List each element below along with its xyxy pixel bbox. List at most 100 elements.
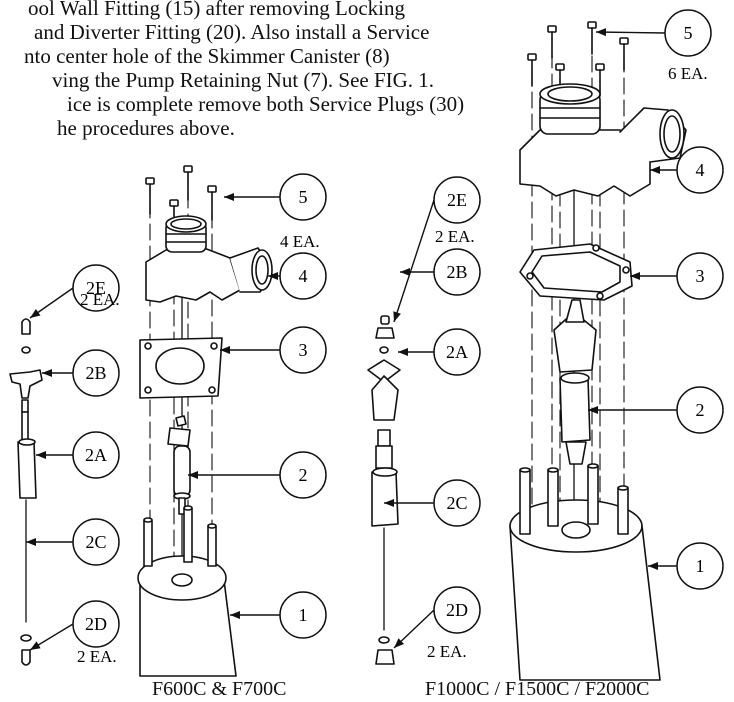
callout-number: 2C [85,532,106,552]
callout-number: 3 [299,340,308,360]
callout-4: 4 [268,252,327,300]
callout-2d: 2D 2 EA. [29,600,120,666]
callout-circle [72,518,120,566]
instruction-line: ving the Pump Retaining Nut (7). See FIG… [52,68,435,92]
callout-2d: 2D 2 EA. [393,586,481,661]
callout-2: 2 [588,386,724,434]
arrowhead [230,611,240,619]
callout-circle [72,264,120,312]
callout-circle [664,9,712,57]
callout-number: 2 [299,465,308,485]
arrowhead [220,346,230,354]
callout-number: 2E [86,278,106,298]
callout-2c: 2C [26,518,120,566]
callout-number: 2D [446,600,468,620]
quantity-label: 2 EA. [77,647,117,666]
callout-number: 5 [299,187,308,207]
callout-2b: 2B [400,248,481,296]
callout-circle [676,542,724,590]
callout-2: 2 [188,451,327,499]
instruction-line: nto center hole of the Skimmer Canister … [24,44,390,68]
instruction-line: he procedures above. [57,116,235,140]
callout-circle [433,328,481,376]
quantity-label: 2 EA. [435,227,475,246]
caption-small-assembly: F600C & F700C [152,678,287,700]
callout-circle [433,479,481,527]
callout-4: 4 [650,146,724,194]
arrowhead [398,348,408,356]
arrowhead [393,311,401,322]
assembly-mid-parts-drawing [367,315,401,665]
arrowhead [650,166,660,174]
callout-circle [279,451,327,499]
arrowhead [384,499,394,507]
callout-3: 3 [630,252,724,300]
quantity-label: 2 EA. [427,642,467,661]
callout-number: 2C [446,493,467,513]
callout-number: 1 [696,556,705,576]
callout-circle [433,248,481,296]
caption-large-assembly: F1000C / F1500C / F2000C [425,678,650,700]
callout-3: 3 [220,326,327,374]
callout-circle [279,173,327,221]
callout-number: 2A [85,445,107,465]
callout-number: 5 [684,23,693,43]
callout-circle [676,386,724,434]
arrowhead [26,538,36,546]
callout-1: 1 [230,591,327,639]
arrowhead [596,28,607,37]
callout-2a: 2A [398,328,481,376]
callout-1: 1 [648,542,724,590]
callout-number: 3 [696,266,705,286]
callout-2c: 2C [384,479,481,527]
callout-number: 2A [446,342,468,362]
callout-number: 4 [299,266,308,286]
instruction-line: and Diverter Fitting (20). Also install … [34,20,430,44]
callout-number: 2B [85,363,106,383]
callout-circle [72,431,120,479]
callout-circle [433,586,481,634]
callout-number: 2B [446,262,467,282]
arrowhead [648,562,658,570]
leader-line [595,31,666,34]
callout-circle [279,591,327,639]
arrowhead [268,272,278,280]
callout-2e: 2E2 EA. [29,264,120,319]
quantity-label: 2 EA. [80,290,120,309]
arrowhead [224,193,234,201]
callout-number: 1 [299,605,308,625]
arrowhead [400,268,410,276]
callout-circle [433,176,481,224]
quantity-label: 4 EA. [280,232,320,251]
arrowhead [30,641,41,650]
arrowhead [42,369,52,377]
callout-2e: 2E 2 EA. [393,176,481,323]
callout-5: 5 4 EA. [224,173,327,251]
callout-circle [676,252,724,300]
arrowhead [588,406,598,414]
callout-2b: 2B [42,349,120,397]
callout-circle [72,600,120,648]
callout-5: 5 6 EA. [595,9,712,83]
arrowhead [630,272,640,280]
callout-number: 2E [447,190,467,210]
assembly-large-drawing [509,21,687,681]
arrowhead [30,308,41,318]
leader-line [393,199,435,323]
assembly-small-drawing [9,165,273,677]
instruction-line: ool Wall Fitting (15) after removing Loc… [28,0,406,20]
arrowhead [188,471,198,479]
callout-2a: 2A [36,431,120,479]
quantity-label: 6 EA. [668,64,708,83]
callout-circle [676,146,724,194]
callout-number: 4 [696,160,705,180]
callout-circle [72,349,120,397]
callout-number: 2 [696,400,705,420]
callout-circle [279,326,327,374]
callout-circle [279,252,327,300]
arrowhead [394,638,405,648]
instruction-line: ice is complete remove both Service Plug… [67,92,465,116]
callout-number: 2D [85,614,107,634]
